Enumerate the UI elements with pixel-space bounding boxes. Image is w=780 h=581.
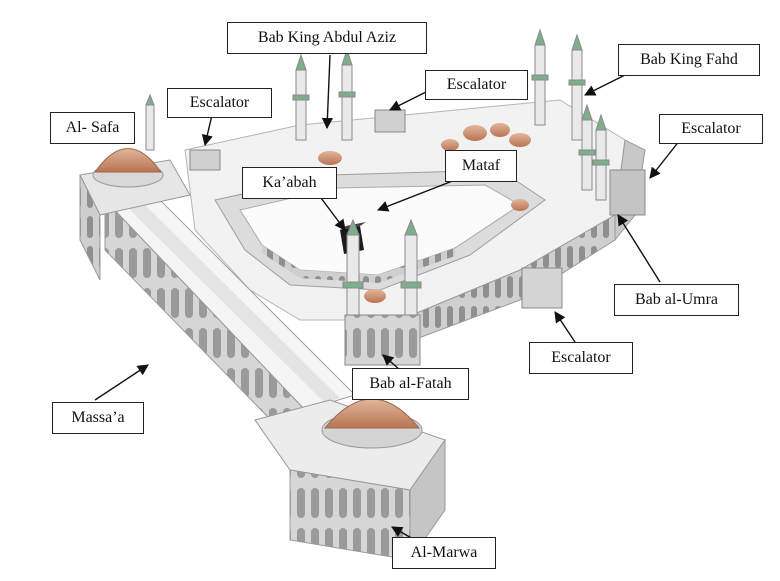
al-safa-dome [95,149,161,173]
label-escalator-left: Escalator [167,88,272,118]
label-bab-al-fatah: Bab al-Fatah [352,368,469,400]
escalator-structure-left [190,150,220,170]
label-massaa: Massa’a [52,402,144,434]
label-bab-king-abdul-aziz: Bab King Abdul Aziz [227,22,427,54]
escalator-structure-bottom [522,268,562,308]
label-al-safa: Al- Safa [50,112,135,144]
bab-al-fatah-gate [345,315,420,365]
escalator-structure-top [375,110,405,132]
label-mataf: Mataf [445,150,517,182]
label-al-marwa: Al-Marwa [392,537,496,569]
label-kaabah: Ka’abah [242,167,337,199]
label-bab-king-fahd: Bab King Fahd [618,44,760,76]
label-bab-al-umra: Bab al-Umra [614,284,739,316]
label-escalator-bottom: Escalator [529,342,633,374]
label-escalator-top: Escalator [425,70,528,100]
label-escalator-right: Escalator [659,114,763,144]
escalator-structure-right [610,170,645,215]
